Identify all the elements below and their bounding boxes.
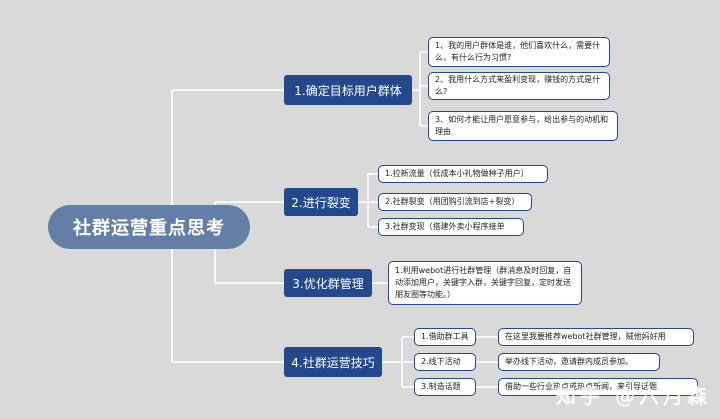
detail-webot-recommend[interactable]: 在这里我要推荐webot社群管理，贼他妈好用	[498, 328, 694, 346]
leaf-webot-management[interactable]: 1.利用webot进行社群管理（群消息及时回复，自动添加用户，关键字入群，关键字…	[388, 261, 582, 305]
leaf-create-topic[interactable]: 3.制造话题	[414, 378, 476, 396]
leaf-group-tools[interactable]: 1.借助群工具	[414, 328, 476, 346]
leaf-offline-activity[interactable]: 2.线下活动	[414, 353, 476, 371]
leaf-group-fission[interactable]: 2.社群裂变（用团购引流到店+裂变）	[378, 193, 532, 211]
leaf-monetize[interactable]: 3.社群变现（搭建外卖小程序接单	[378, 218, 524, 236]
detail-hot-topics[interactable]: 借助一些行业热点或热点新闻，来引导话题	[498, 378, 698, 396]
branch-target-users[interactable]: 1.确定目标用户群体	[284, 75, 412, 105]
leaf-monetization[interactable]: 2、我用什么方式来盈利变现，赚钱的方式是什么?	[428, 72, 610, 100]
branch-operation-tips[interactable]: 4.社群运营技巧	[284, 347, 382, 377]
leaf-new-traffic[interactable]: 1.拉新流量（低成本小礼物做种子用户）	[378, 165, 548, 183]
leaf-motivation[interactable]: 3、如何才能让用户愿意参与，给出参与的动机和理由	[428, 111, 618, 141]
branch-fission[interactable]: 2.进行裂变	[284, 188, 358, 216]
detail-offline-event[interactable]: 举办线下活动，邀请群内成员参加。	[498, 353, 660, 371]
watermark: 知乎 @六月森	[556, 384, 711, 408]
leaf-user-group[interactable]: 1、我的用户群体是谁，他们喜欢什么，需要什么，有什么行为习惯?	[428, 37, 610, 67]
branch-group-management[interactable]: 3.优化群管理	[284, 269, 372, 297]
root-node[interactable]: 社群运营重点思考	[48, 205, 250, 249]
